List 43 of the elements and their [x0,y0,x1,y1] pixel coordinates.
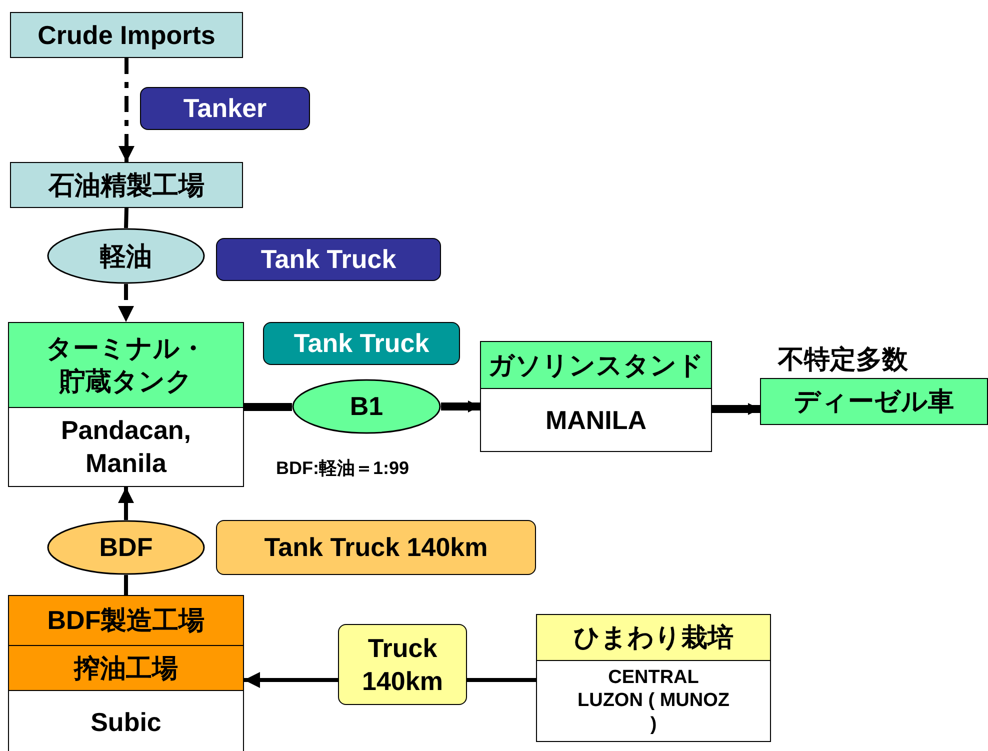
box-label: Tanker [182,92,268,125]
consumer-box [760,378,988,425]
transport-tag [140,87,310,130]
box-label: Truck 140km [361,632,444,697]
box-label: Tank Truck [260,243,398,276]
location-label: 搾油工場 [72,652,179,684]
box-label: Crude Imports [36,18,216,52]
arrow [118,487,134,520]
product-ellipse [47,228,205,284]
ratio-note: BDF:軽油＝1:99 [276,457,410,480]
box-label: BDF [98,531,154,564]
box-label: 石油精製工場 [47,168,206,202]
source-box [536,614,771,742]
box-label: BDF製造工場 [46,604,206,637]
arrow [712,403,760,415]
box-label: ひまわり栽培 [572,621,734,654]
box-label: 軽油 [99,240,153,272]
box-label: ディーゼル車 [793,385,955,418]
box-label: ターミナル・貯蔵タンク [45,332,207,398]
transport-tag [216,238,441,281]
product-ellipse [292,379,441,434]
arrow [118,58,134,162]
process-box [10,162,243,208]
facility-box [480,341,712,452]
node-label: 不特定多数 [778,343,908,376]
location-label: Pandacan, Manila [60,414,192,480]
process-box [10,12,243,58]
box-label: Tank Truck [292,327,430,360]
facility-box [8,322,244,487]
transport-tag [338,624,467,705]
arrow [118,284,134,322]
product-ellipse [47,520,205,575]
arrow [441,400,480,412]
box-label: ガソリンスタンド [487,348,705,382]
location-label: Subic [90,706,162,739]
location-label: CENTRAL LUZON ( MUNOZ ) [576,666,730,737]
transport-tag [263,322,460,365]
facility-box [8,595,244,751]
box-label: B1 [348,390,384,423]
box-label: Tank Truck 140km [263,531,489,564]
location-label: MANILA [544,404,648,436]
arrow [244,672,338,688]
transport-tag [216,520,536,575]
